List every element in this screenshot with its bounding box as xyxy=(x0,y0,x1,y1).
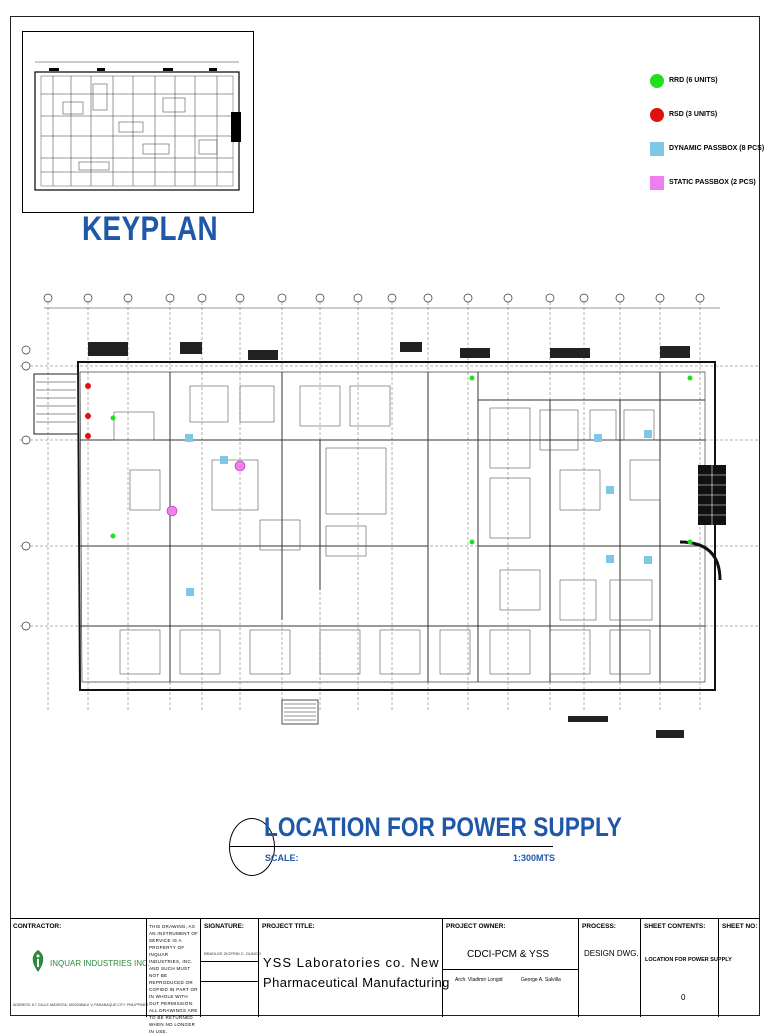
contractor-name: INQUAR INDUSTRIES INC. xyxy=(50,959,151,968)
disclaimer-text: THIS DRAWING, AS AN INSTRUMENT OF SERVIC… xyxy=(149,924,199,1034)
signature-divider xyxy=(201,961,259,962)
green-dot-icon xyxy=(650,74,664,88)
project-title-line1: YSS Laboratories co. New xyxy=(263,955,440,970)
drawing-sheet xyxy=(10,16,760,1016)
keyplan-title: KEYPLAN xyxy=(82,210,219,248)
legend-label: DYNAMIC PASSBOX (8 PCS) xyxy=(669,145,765,152)
project-owner-cell: PROJECT OWNER: CDCI-PCM & YSS Arch. Vlad… xyxy=(442,919,579,1017)
legend-label: RRD (6 UNITS) xyxy=(669,77,718,84)
section-marker-circle xyxy=(229,818,275,876)
process-header: PROCESS: xyxy=(582,923,616,930)
revision-number: 0 xyxy=(681,993,686,1002)
project-owner-header: PROJECT OWNER: xyxy=(446,923,506,930)
sheet-contents-cell: SHEET CONTENTS: LOCATION FOR POWER SUPPL… xyxy=(640,919,732,1017)
owner-rep-2: George A. Salvilla xyxy=(521,977,561,983)
floor-plan xyxy=(20,290,760,760)
legend-item-rsd: RSD (3 UNITS) xyxy=(650,98,760,132)
project-title-line2: Pharmaceutical Manufacturing xyxy=(263,975,450,990)
title-block: CONTRACTOR: INQUAR INDUSTRIES INC. ADDRE… xyxy=(10,918,760,1034)
keyplan-floorplan-drawing xyxy=(34,61,241,191)
owner-divider xyxy=(443,969,579,970)
sheet-number-cell: SHEET NO: xyxy=(718,919,760,1017)
legend-item-static-passbox: STATIC PASSBOX (2 PCS) xyxy=(650,166,760,200)
drawing-title: LOCATION FOR POWER SUPPLY xyxy=(264,812,622,842)
inquar-logo-icon xyxy=(32,950,44,972)
legend-item-dynamic-passbox: DYNAMIC PASSBOX (8 PCS) xyxy=(650,132,764,166)
pink-square-icon xyxy=(650,176,664,190)
process-value: DESIGN DWG. xyxy=(584,949,639,958)
sheet-contents-header: SHEET CONTENTS: xyxy=(644,923,706,930)
contractor-header: CONTRACTOR: xyxy=(13,923,62,930)
keyplan-thumbnail xyxy=(22,31,254,213)
legend-label: RSD (3 UNITS) xyxy=(669,111,718,118)
sheet-number-header: SHEET NO: xyxy=(722,923,758,930)
signature-divider xyxy=(201,981,259,982)
sheet-contents-value: LOCATION FOR POWER SUPPLY xyxy=(645,957,732,963)
floor-plan-drawing xyxy=(20,293,760,738)
red-dot-icon xyxy=(650,108,664,122)
contractor-cell: CONTRACTOR: INQUAR INDUSTRIES INC. ADDRE… xyxy=(10,919,150,1017)
process-cell: PROCESS: DESIGN DWG. xyxy=(578,919,640,1017)
scale-value: 1:300MTS xyxy=(513,853,556,863)
legend: RRD (6 UNITS) RSD (3 UNITS) DYNAMIC PASS… xyxy=(650,64,764,200)
signature-name: BRADLEE ZIGFRID C. DUNGO xyxy=(204,951,261,956)
signature-header: SIGNATURE: xyxy=(204,923,244,930)
legend-label: STATIC PASSBOX (2 PCS) xyxy=(669,179,756,186)
project-title-header: PROJECT TITLE: xyxy=(262,923,315,930)
contractor-address: ADDRESS: 8 7 CALLE ANDROSA, MOONWALK V, … xyxy=(13,1003,149,1007)
disclaimer-cell: THIS DRAWING, AS AN INSTRUMENT OF SERVIC… xyxy=(146,919,200,1034)
project-owner-name: CDCI-PCM & YSS xyxy=(467,949,550,960)
legend-item-rrd: RRD (6 UNITS) xyxy=(650,64,760,98)
section-title-underline xyxy=(229,846,553,847)
signature-cell: SIGNATURE: BRADLEE ZIGFRID C. DUNGO xyxy=(200,919,261,1017)
project-title-cell: PROJECT TITLE: YSS Laboratories co. New … xyxy=(258,919,449,1017)
blue-square-icon xyxy=(650,142,664,156)
scale-label: SCALE: xyxy=(265,853,299,863)
owner-rep-1: Arch. Vladimir Longid xyxy=(455,977,503,983)
